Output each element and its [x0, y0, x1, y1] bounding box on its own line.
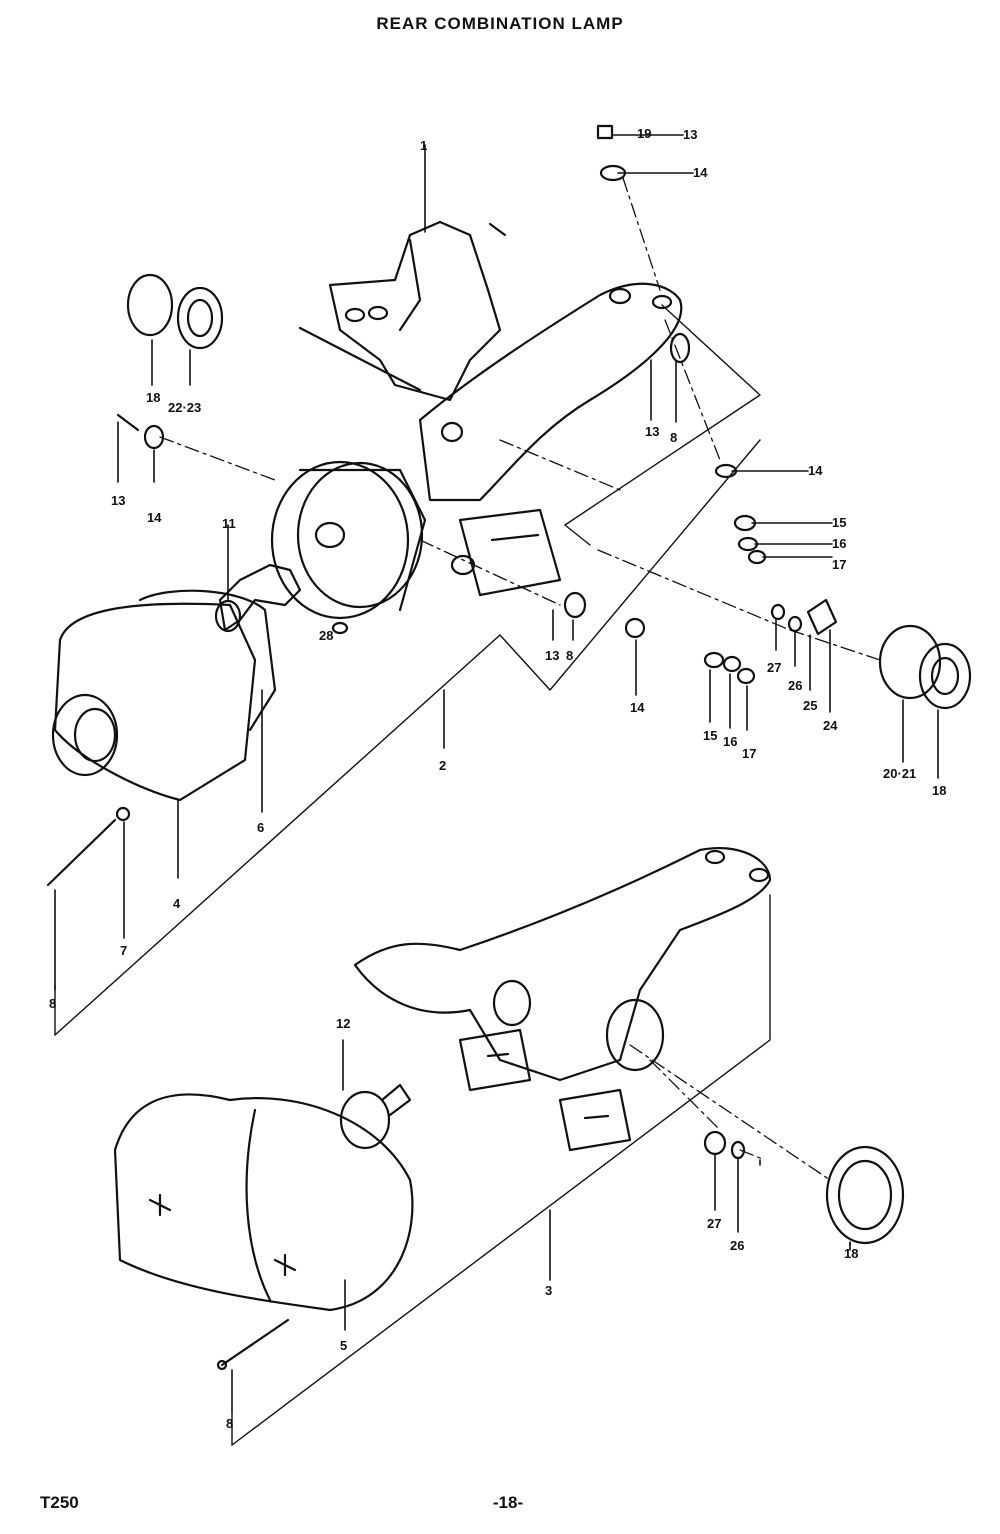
callout-c26a: 26 [788, 678, 802, 693]
side-reflector-left-part [126, 273, 224, 350]
callout-c26b: 26 [730, 1238, 744, 1253]
callout-c7: 7 [120, 943, 127, 958]
callout-c13d: 13 [683, 127, 697, 142]
callout-c8b: 8 [566, 648, 573, 663]
callout-c16b: 16 [723, 734, 737, 749]
callout-c14a: 14 [693, 165, 708, 180]
license-lamp-screw-part [216, 1318, 290, 1371]
base-plate-part [270, 460, 427, 620]
callout-c15a: 15 [832, 515, 846, 530]
page-title: REAR COMBINATION LAMP [376, 14, 624, 33]
lens-screw-part [46, 806, 131, 887]
callout-c8c: 8 [49, 996, 56, 1011]
hardware-parts [116, 124, 838, 685]
leader-lines [54, 134, 939, 1411]
callout-c2: 2 [439, 758, 446, 773]
callout-c13c: 13 [545, 648, 559, 663]
callout-c15b: 15 [703, 728, 717, 743]
grouping-lines [54, 304, 771, 1446]
callout-c14c: 14 [808, 463, 823, 478]
callout-c14b: 14 [147, 510, 162, 525]
callout-c8a: 8 [670, 430, 677, 445]
callout-c2021: 20·21 [883, 766, 916, 781]
callout-c25: 25 [803, 698, 817, 713]
callout-c16a: 16 [832, 536, 846, 551]
mounting-bracket-part [298, 220, 502, 402]
dash-lines [159, 177, 881, 1181]
callout-c27a: 27 [767, 660, 781, 675]
bulb-part [214, 563, 302, 633]
callout-c4: 4 [173, 896, 181, 911]
tail-lens-part [51, 589, 277, 802]
callout-c13b: 13 [645, 424, 659, 439]
callout-c1: 1 [420, 138, 427, 153]
callout-c14d: 14 [630, 700, 645, 715]
callout-c5: 5 [340, 1338, 347, 1353]
callout-c18a: 18 [146, 390, 160, 405]
rear-reflector-part [825, 1145, 905, 1245]
page-number: -18- [492, 1493, 524, 1512]
side-reflector-right-part [878, 624, 972, 710]
callout-c24: 24 [823, 718, 838, 733]
license-lamp-housing-part [353, 847, 772, 1152]
callout-c8d: 8 [226, 1416, 233, 1431]
callout-c18c: 18 [844, 1246, 858, 1261]
model-code: T250 [40, 1493, 79, 1512]
callout-c28: 28 [319, 628, 333, 643]
callout-c3: 3 [545, 1283, 552, 1298]
lower-hardware-parts [703, 1130, 746, 1160]
callout-c27b: 27 [707, 1216, 721, 1231]
callout-c19: 19 [637, 126, 651, 141]
license-lamp-bulb-part [339, 1083, 412, 1150]
callout-c11: 11 [222, 516, 236, 531]
callout-c17b: 17 [742, 746, 756, 761]
callout-c13a: 13 [111, 493, 125, 508]
license-lamp-lens-part [113, 1093, 414, 1312]
lamp-housing-part [418, 282, 683, 597]
callout-labels: 1 2 3 4 5 6 7 8 8 8 8 11 12 13 13 13 13 … [49, 126, 946, 1431]
callout-c18b: 18 [932, 783, 946, 798]
callout-c12: 12 [336, 1016, 350, 1031]
callout-c6: 6 [257, 820, 264, 835]
callout-c17a: 17 [832, 557, 846, 572]
callout-c2223: 22·23 [168, 400, 201, 415]
